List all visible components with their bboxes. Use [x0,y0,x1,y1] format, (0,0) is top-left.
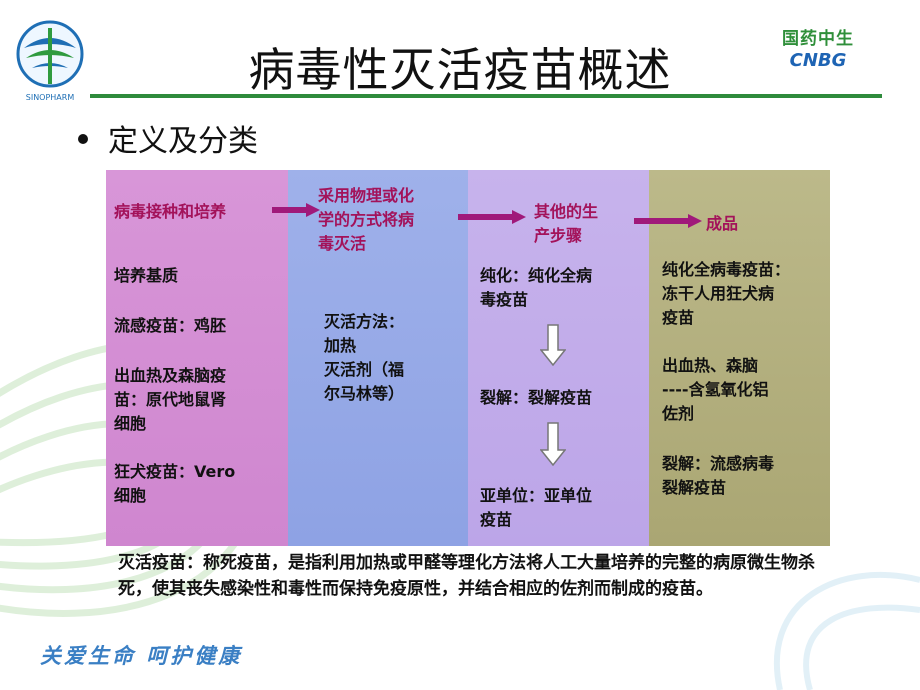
cnbg-logo: 国药中生 CNBG [768,24,868,74]
flow-arrow-icon [458,210,526,224]
cnbg-logo-cn: 国药中生 [782,29,854,49]
cnbg-logo-en: CNBG [789,50,847,71]
header-culture: 病毒接种和培养 [114,202,227,221]
footer-slogan: 关爱生命 呵护健康 [40,644,243,668]
definition-text: 灭活疫苗：称死疫苗，是指利用加热或甲醛等理化方法将人工大量培养的完整的病原微生物… [118,553,815,599]
culture-item: 出血热及森脑疫 苗：原代地鼠肾 细胞 [114,366,227,433]
other-step-item: 亚单位：亚单位 疫苗 [480,486,593,529]
slide-title: 病毒性灭活疫苗概述 [248,43,672,97]
culture-item: 狂犬疫苗：Vero 细胞 [114,462,236,505]
logo-left-label: SINOPHARM [26,93,75,102]
header-product: 成品 [706,214,739,233]
flow-arrow-icon [272,203,320,217]
title-divider [90,94,882,98]
bullet-text: 定义及分类 [108,124,258,159]
product-item: 裂解：流感病毒 裂解疫苗 [662,454,775,497]
bullet-point: 定义及分类 [78,116,258,160]
inactivation-method: 灭活方法： 加热 灭活剂（福 尔马林等） [324,312,405,403]
column-culture [106,170,288,546]
column-product [649,170,830,546]
sinopharm-logo: SINOPHARM [16,20,84,102]
culture-item: 培养基质 [114,266,179,285]
product-item: 出血热、森脑 ----含氢氧化铝 佐剂 [662,356,769,423]
header-inactivation: 采用物理或化 学的方式将病 毒灭活 [318,186,415,253]
header-other-steps: 其他的生 产步骤 [534,202,599,245]
other-step-item: 裂解：裂解疫苗 [480,388,593,407]
flow-arrow-icon [634,214,702,228]
bullet-dot-icon [78,133,88,144]
column-inactivation [288,170,468,546]
process-diagram: 病毒接种和培养 采用物理或化 学的方式将病 毒灭活 其他的生 产步骤 成品 培养… [106,170,830,546]
down-arrow-icon [540,422,566,466]
down-arrow-icon [540,324,566,366]
culture-item: 流感疫苗：鸡胚 [114,316,227,335]
product-item: 纯化全病毒疫苗： 冻干人用狂犬病 疫苗 [662,260,791,327]
other-step-item: 纯化：纯化全病 毒疫苗 [480,266,593,309]
